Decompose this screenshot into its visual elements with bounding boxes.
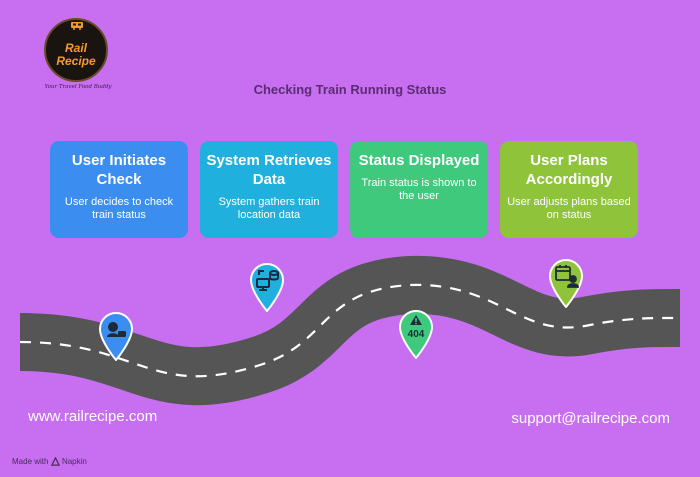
rail-recipe-logo: Rail Recipe — [44, 18, 108, 82]
website-link[interactable]: www.railrecipe.com — [28, 408, 158, 425]
computer-database-icon — [256, 270, 279, 291]
logo-line-2: Recipe — [56, 54, 96, 68]
step-title: System Retrieves Data — [206, 152, 332, 188]
step-card-1: User Initiates Check User decides to che… — [50, 141, 188, 238]
step-title: Status Displayed — [358, 152, 480, 169]
logo-line-1: Rail — [64, 41, 87, 55]
calendar-user-icon — [555, 265, 579, 288]
made-with-label: Made with — [12, 457, 49, 466]
step-title: User Plans Accordingly — [525, 152, 613, 188]
step-pin-1 — [98, 312, 134, 361]
page-title: Checking Train Running Status — [253, 82, 447, 97]
step-card-4: User Plans Accordingly User adjusts plan… — [500, 141, 638, 238]
step-description: User adjusts plans based on status — [507, 196, 631, 221]
status-code-text: 404 — [408, 329, 425, 340]
step-card-2: System Retrieves Data System gathers tra… — [200, 141, 338, 238]
napkin-logo-icon — [50, 456, 60, 467]
step-description: Train status is shown to the user — [361, 177, 477, 202]
step-pin-2 — [249, 263, 285, 312]
step-pin-4 — [548, 259, 584, 308]
logo-tagline: Your Travel Food Buddy — [44, 84, 112, 90]
user-chat-icon — [107, 322, 126, 337]
step-pin-3: 404 — [398, 310, 434, 359]
support-email-link[interactable]: support@railrecipe.com — [511, 410, 670, 427]
train-icon — [71, 22, 83, 30]
napkin-brand: Napkin — [61, 457, 87, 466]
made-with-napkin: Made with Napkin — [12, 456, 87, 467]
step-description: User decides to check train status — [64, 196, 174, 221]
step-title: User Initiates Check — [71, 152, 167, 188]
step-card-3: Status Displayed Train status is shown t… — [350, 141, 488, 238]
step-description: System gathers train location data — [218, 196, 320, 221]
warning-404-icon: 404 — [408, 315, 425, 340]
